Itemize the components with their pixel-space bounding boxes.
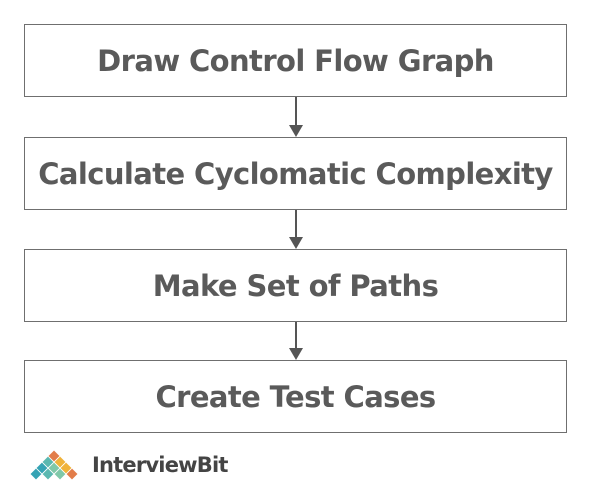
- interviewbit-logo: InterviewBit: [24, 448, 228, 482]
- down-arrow-icon: [289, 210, 303, 249]
- step-label: Draw Control Flow Graph: [97, 43, 494, 78]
- down-arrow-icon: [289, 322, 303, 360]
- step-box-make-set-of-paths: Make Set of Paths: [24, 249, 567, 322]
- step-box-draw-control-flow-graph: Draw Control Flow Graph: [24, 24, 567, 97]
- interviewbit-logo-icon: [29, 450, 79, 480]
- down-arrow-icon: [289, 97, 303, 137]
- brand-name: InterviewBit: [92, 453, 228, 477]
- step-label: Create Test Cases: [155, 379, 436, 414]
- step-label: Calculate Cyclomatic Complexity: [38, 156, 553, 191]
- step-box-create-test-cases: Create Test Cases: [24, 360, 567, 433]
- step-label: Make Set of Paths: [152, 268, 439, 303]
- step-box-calculate-cyclomatic-complexity: Calculate Cyclomatic Complexity: [24, 137, 567, 210]
